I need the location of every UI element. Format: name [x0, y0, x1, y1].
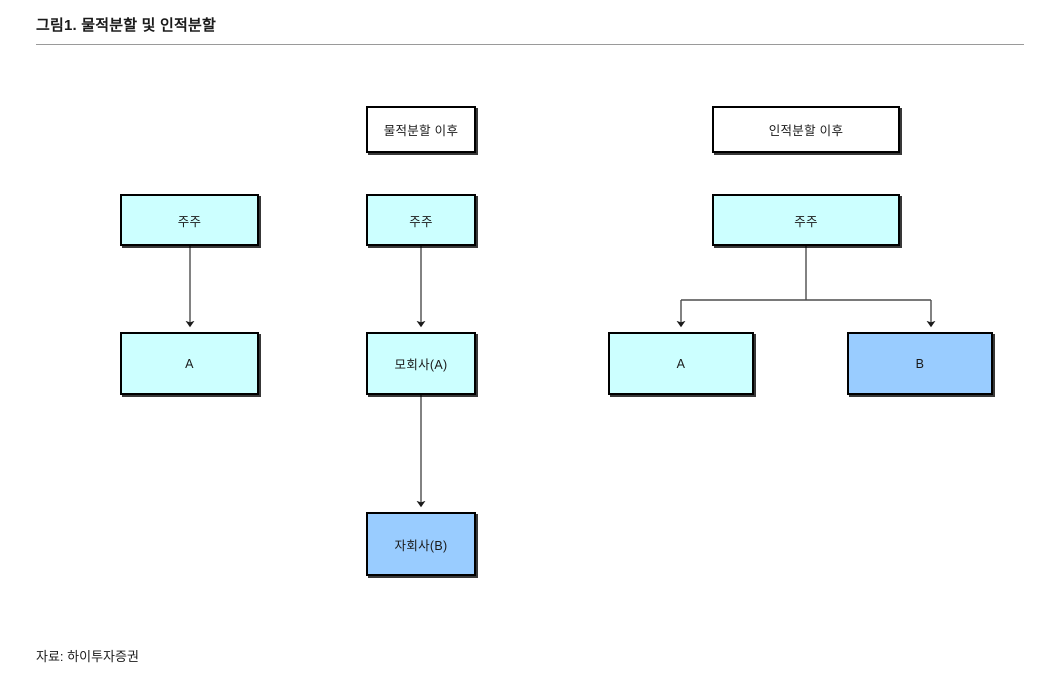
node-before-company-a: A — [120, 332, 259, 395]
node-phys-subsidiary: 자회사(B) — [366, 512, 476, 576]
node-pers-shareholder: 주주 — [712, 194, 900, 246]
caption-box-physical-split: 물적분할 이후 — [366, 106, 476, 153]
diagram-canvas: 물적분할 이후 인적분할 이후 주주 A 주주 모회사(A) 자회사(B) 주주… — [0, 46, 1060, 636]
node-pers-company-a: A — [608, 332, 754, 395]
node-before-shareholder: 주주 — [120, 194, 259, 246]
figure-header: 그림1. 물적분할 및 인적분할 — [0, 0, 1060, 46]
figure-source-note: 자료: 하이투자증권 — [36, 649, 139, 664]
node-pers-company-b: B — [847, 332, 993, 395]
header-divider — [36, 44, 1024, 45]
edge-pers-shareholder-split — [676, 246, 936, 328]
caption-box-personnel-split: 인적분할 이후 — [712, 106, 900, 153]
page-title: 그림1. 물적분할 및 인적분할 — [36, 17, 217, 34]
node-phys-parent: 모회사(A) — [366, 332, 476, 395]
node-phys-shareholder: 주주 — [366, 194, 476, 246]
